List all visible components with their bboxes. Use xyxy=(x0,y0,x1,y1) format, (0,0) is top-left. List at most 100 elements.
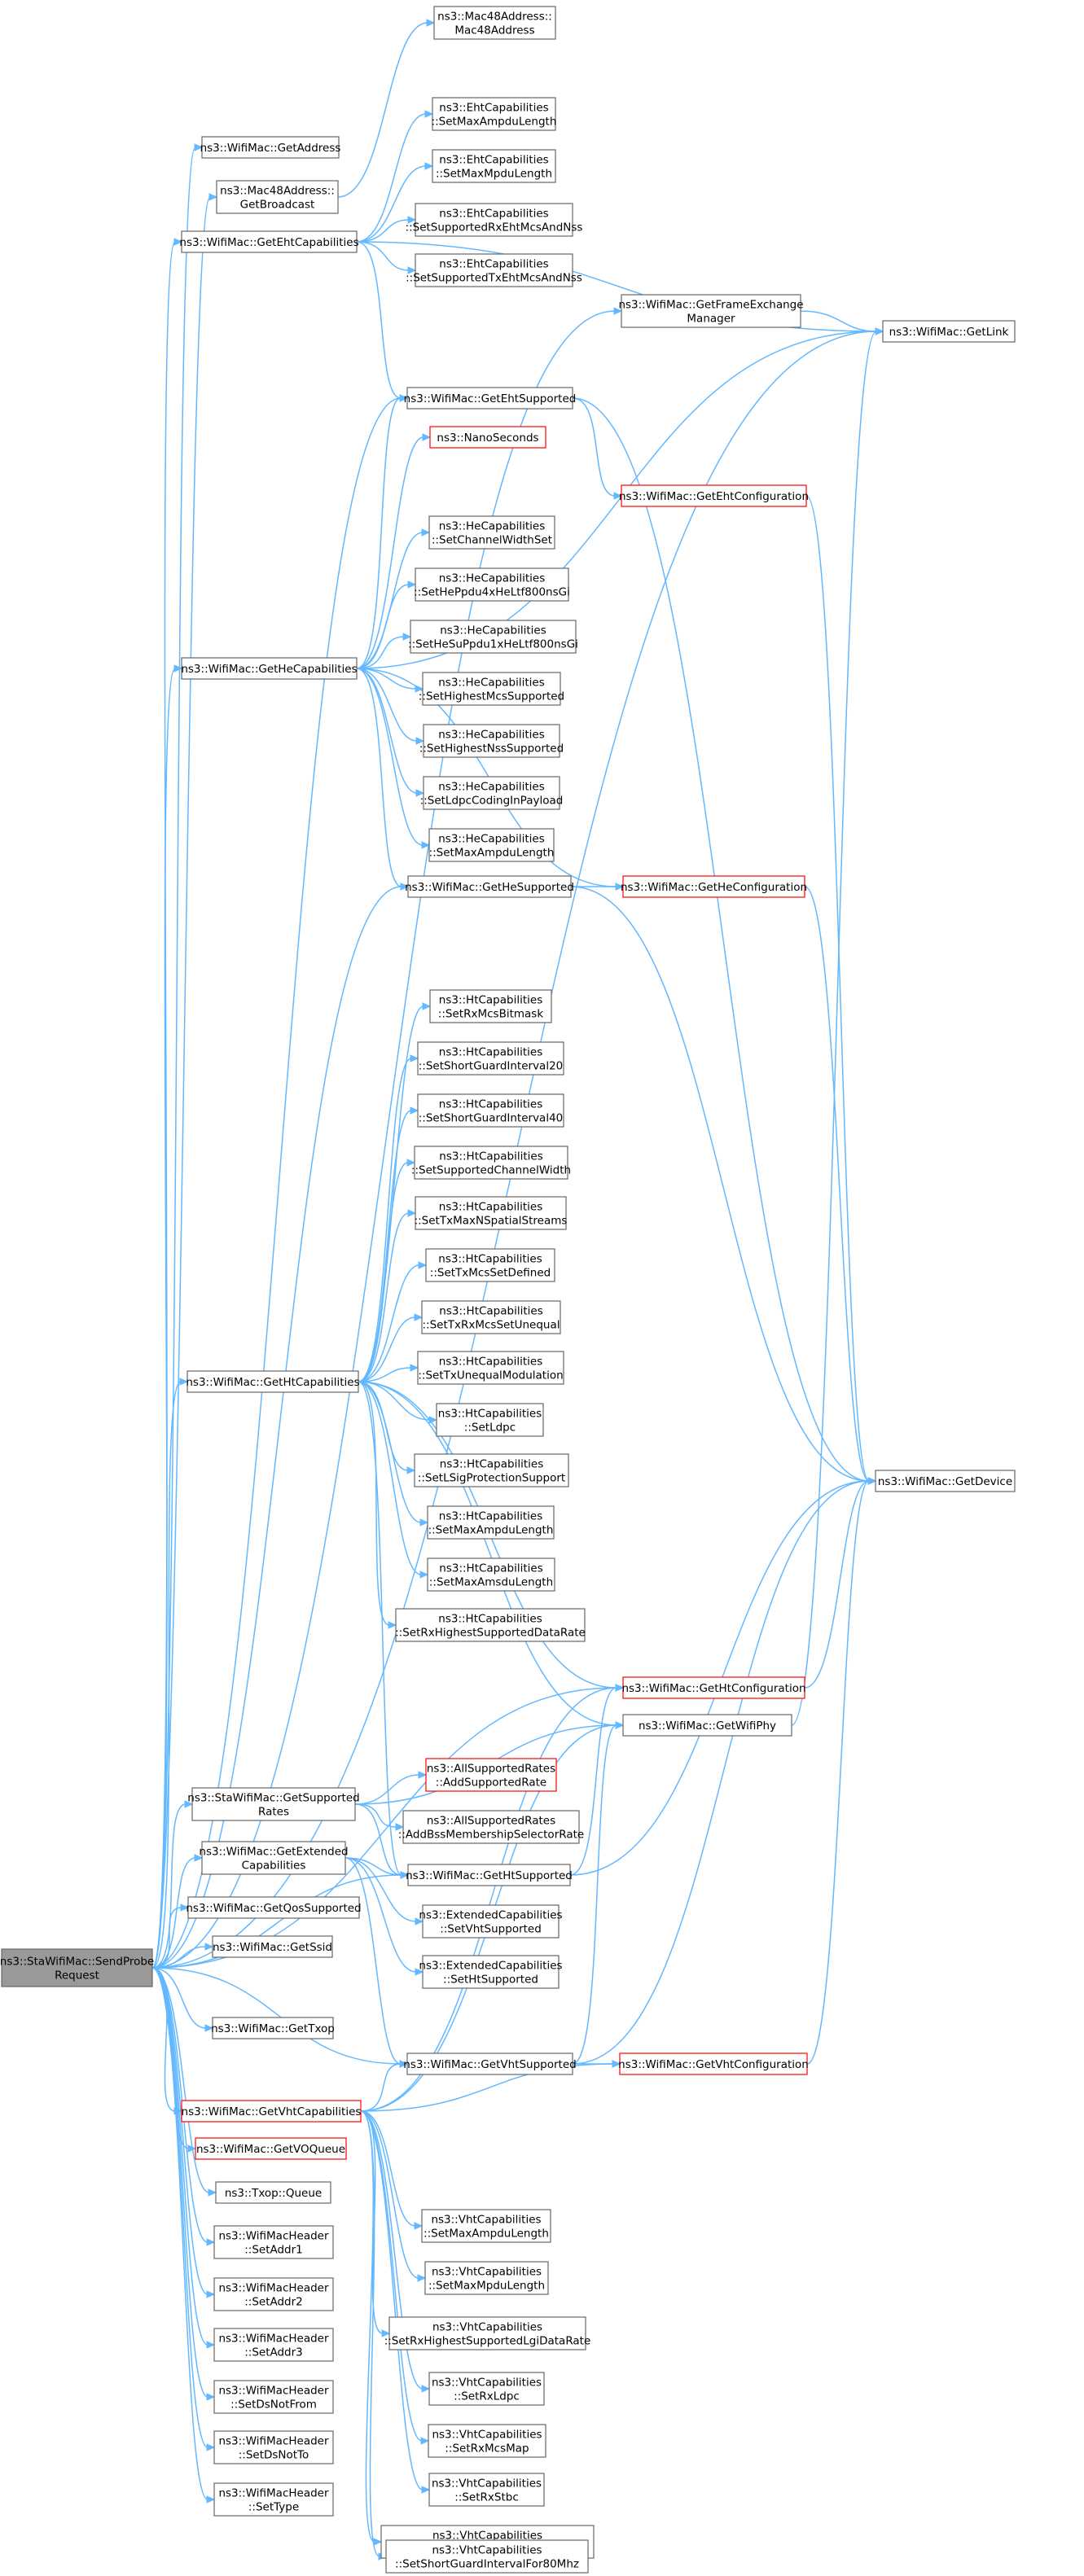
node-get-link[interactable]: ns3::WifiMac::GetLink xyxy=(882,320,1016,343)
node-get-vht-conf[interactable]: ns3::WifiMac::GetVhtConfiguration xyxy=(618,2052,809,2075)
node-hdr-addr1[interactable]: ns3::WifiMacHeader::SetAddr1 xyxy=(213,2225,334,2259)
node-vht-rx-mcs[interactable]: ns3::VhtCapabilities::SetRxMcsMap xyxy=(428,2424,546,2458)
node-ht-tx-rx[interactable]: ns3::HtCapabilities::SetTxRxMcsSetUnequa… xyxy=(421,1300,561,1334)
edge-get-ht-cap-to-ht-cw xyxy=(358,1162,409,1382)
edge-get-eht-sup-to-get-device xyxy=(572,397,870,1482)
node-label: ::SetSupportedTxEhtMcsAndNss xyxy=(406,272,582,285)
node-get-he-sup[interactable]: ns3::WifiMac::GetHeSupported xyxy=(405,875,574,898)
node-vht-stbc[interactable]: ns3::VhtCapabilities::SetRxStbc xyxy=(428,2473,545,2507)
node-get-vht-cap[interactable]: ns3::WifiMac::GetVhtCapabilities xyxy=(181,2100,362,2123)
node-vht-ldpc[interactable]: ns3::VhtCapabilities::SetRxLdpc xyxy=(428,2372,545,2406)
edge-root-to-get-eht-sup xyxy=(151,397,402,1969)
node-eht-ampdu[interactable]: ns3::EhtCapabilities::SetMaxAmpduLength xyxy=(432,97,557,131)
node-label: ns3::WifiMac::GetEhtSupported xyxy=(404,392,577,405)
node-hdr-ds-not-to[interactable]: ns3::WifiMacHeader::SetDsNotTo xyxy=(213,2430,334,2464)
node-he-ldpc[interactable]: ns3::HeCapabilities::SetLdpcCodingInPayl… xyxy=(420,776,564,810)
node-add-bss[interactable]: ns3::AllSupportedRates::AddBssMembership… xyxy=(398,1810,584,1844)
node-vht-ampdu[interactable]: ns3::VhtCapabilities::SetMaxAmpduLength xyxy=(421,2209,551,2243)
node-hdr-addr3[interactable]: ns3::WifiMacHeader::SetAddr3 xyxy=(213,2328,334,2362)
node-label: ::AddBssMembershipSelectorRate xyxy=(398,1829,584,1842)
node-eht-tx[interactable]: ns3::EhtCapabilities::SetSupportedTxEhtM… xyxy=(406,253,582,287)
node-label: ns3::HtCapabilities xyxy=(439,1305,542,1318)
edge-get-he-cap-to-nano xyxy=(356,436,424,669)
node-ht-cw[interactable]: ns3::HtCapabilities::SetSupportedChannel… xyxy=(411,1146,571,1180)
node-get-vht-sup[interactable]: ns3::WifiMac::GetVhtSupported xyxy=(403,2052,577,2075)
node-add-sup-rate[interactable]: ns3::AllSupportedRates::AddSupportedRate xyxy=(425,1758,557,1792)
node-get-wifi-phy[interactable]: ns3::WifiMac::GetWifiPhy xyxy=(622,1714,792,1737)
node-he-nss[interactable]: ns3::HeCapabilities::SetHighestNssSuppor… xyxy=(419,724,564,758)
node-vht-rx-high[interactable]: ns3::VhtCapabilities::SetRxHighestSuppor… xyxy=(384,2316,591,2350)
node-he-ampdu[interactable]: ns3::HeCapabilities::SetMaxAmpduLength xyxy=(428,828,555,862)
node-label: ns3::VhtCapabilities xyxy=(432,2266,542,2279)
node-label: ns3::VhtCapabilities xyxy=(432,2530,542,2543)
node-hdr-addr2[interactable]: ns3::WifiMacHeader::SetAddr2 xyxy=(213,2277,334,2311)
edge-get-vht-cap-to-vht-sgi80 xyxy=(360,2110,380,2557)
node-label: Capabilities xyxy=(242,1860,306,1873)
node-get-address[interactable]: ns3::WifiMac::GetAddress xyxy=(200,136,341,159)
node-ht-rx-mcs[interactable]: ns3::HtCapabilities::SetRxMcsBitmask xyxy=(429,989,552,1023)
node-get-eht-cap[interactable]: ns3::WifiMac::GetEhtCapabilities xyxy=(179,230,359,253)
node-get-he-cap[interactable]: ns3::WifiMac::GetHeCapabilities xyxy=(181,657,358,680)
node-label: ::SetMaxAmpduLength xyxy=(432,116,557,129)
edge-root-to-get-qos xyxy=(151,1907,182,1969)
node-hdr-ds-not-from[interactable]: ns3::WifiMacHeader::SetDsNotFrom xyxy=(213,2380,334,2414)
node-get-ht-sup[interactable]: ns3::WifiMac::GetHtSupported xyxy=(406,1864,573,1886)
node-get-vo-queue[interactable]: ns3::WifiMac::GetVOQueue xyxy=(195,2137,347,2160)
node-he-cw[interactable]: ns3::HeCapabilities::SetChannelWidthSet xyxy=(428,515,555,550)
node-label: ::SetShortGuardInterval40 xyxy=(419,1112,564,1125)
node-label: ns3::WifiMacHeader xyxy=(218,2385,329,2398)
edge-get-eht-conf-to-get-device xyxy=(805,495,870,1482)
node-get-ht-cap[interactable]: ns3::WifiMac::GetHtCapabilities xyxy=(186,1370,360,1393)
node-get-broadcast[interactable]: ns3::Mac48Address::GetBroadcast xyxy=(216,180,339,214)
node-ht-tx-nss[interactable]: ns3::HtCapabilities::SetTxMaxNSpatialStr… xyxy=(415,1196,568,1230)
node-get-device[interactable]: ns3::WifiMac::GetDevice xyxy=(875,1470,1016,1492)
node-ht-sgi40[interactable]: ns3::HtCapabilities::SetShortGuardInterv… xyxy=(417,1093,564,1128)
node-ht-lsig[interactable]: ns3::HtCapabilities::SetLSigProtectionSu… xyxy=(414,1453,569,1487)
edge-get-vht-cap-to-vht-stbc xyxy=(360,2110,424,2491)
node-get-eht-conf[interactable]: ns3::WifiMac::GetEhtConfiguration xyxy=(619,484,809,507)
node-label: ns3::WifiMac::GetHtCapabilities xyxy=(186,1376,359,1389)
node-ext-ht[interactable]: ns3::ExtendedCapabilities::SetHtSupporte… xyxy=(419,1955,563,1989)
node-get-he-conf[interactable]: ns3::WifiMac::GetHeConfiguration xyxy=(621,875,807,898)
node-txop-queue[interactable]: ns3::Txop::Queue xyxy=(215,2181,331,2204)
edge-get-he-cap-to-get-eht-sup xyxy=(356,397,402,669)
node-vht-sgi80[interactable]: ns3::VhtCapabilities::SetShortGuardInter… xyxy=(385,2539,589,2574)
node-get-ssid[interactable]: ns3::WifiMac::GetSsid xyxy=(212,1935,333,1958)
node-ht-ampdu[interactable]: ns3::HtCapabilities::SetMaxAmpduLength xyxy=(427,1505,555,1540)
node-get-eht-sup[interactable]: ns3::WifiMac::GetEhtSupported xyxy=(404,387,577,410)
node-label: ns3::HeCapabilities xyxy=(438,781,544,794)
edge-get-eht-cap-to-eht-ampdu xyxy=(356,113,427,243)
edge-get-ht-cap-to-ht-tx-uneq xyxy=(358,1367,412,1382)
edge-root-to-hdr-ds-not-to xyxy=(151,1967,208,2448)
node-ht-tx-uneq[interactable]: ns3::HtCapabilities::SetTxUnequalModulat… xyxy=(417,1351,564,1385)
node-get-txop[interactable]: ns3::WifiMac::GetTxop xyxy=(211,2017,335,2039)
node-label: ns3::ExtendedCapabilities xyxy=(419,1960,562,1973)
node-ht-rx-high[interactable]: ns3::HtCapabilities::SetRxHighestSupport… xyxy=(395,1608,586,1642)
node-he-su[interactable]: ns3::HeCapabilities::SetHeSuPpdu1xHeLtf8… xyxy=(408,620,578,654)
node-he-mcs[interactable]: ns3::HeCapabilities::SetHighestMcsSuppor… xyxy=(419,672,564,706)
node-ht-sgi20[interactable]: ns3::HtCapabilities::SetShortGuardInterv… xyxy=(417,1041,564,1076)
node-he-p4[interactable]: ns3::HeCapabilities::SetHePpdu4xHeLtf800… xyxy=(414,567,570,602)
node-get-ht-conf[interactable]: ns3::WifiMac::GetHtConfiguration xyxy=(621,1676,806,1699)
node-nano[interactable]: ns3::NanoSeconds xyxy=(429,426,546,449)
node-eht-rx[interactable]: ns3::EhtCapabilities::SetSupportedRxEhtM… xyxy=(406,203,583,237)
node-vht-mpdu[interactable]: ns3::VhtCapabilities::SetMaxMpduLength xyxy=(424,2261,549,2295)
node-ht-ldpc[interactable]: ns3::HtCapabilities::SetLdpc xyxy=(436,1403,544,1437)
edge-arrowhead xyxy=(426,19,436,27)
node-eht-mpdu[interactable]: ns3::EhtCapabilities::SetMaxMpduLength xyxy=(432,149,556,183)
node-get-qos[interactable]: ns3::WifiMac::GetQosSupported xyxy=(186,1896,362,1919)
node-mac48[interactable]: ns3::Mac48Address::Mac48Address xyxy=(433,6,556,40)
edge-arrowhead xyxy=(867,1477,877,1485)
node-box xyxy=(421,1300,561,1334)
node-ht-tx-mcs[interactable]: ns3::HtCapabilities::SetTxMcsSetDefined xyxy=(425,1248,555,1282)
node-ht-amsdu[interactable]: ns3::HtCapabilities::SetMaxAmsduLength xyxy=(427,1557,555,1592)
node-label: ns3::HtCapabilities xyxy=(439,1562,542,1575)
edge-root-to-get-ext-cap xyxy=(151,1857,196,1969)
node-ext-vht[interactable]: ns3::ExtendedCapabilities::SetVhtSupport… xyxy=(419,1904,563,1939)
node-hdr-type[interactable]: ns3::WifiMacHeader::SetType xyxy=(213,2482,334,2517)
